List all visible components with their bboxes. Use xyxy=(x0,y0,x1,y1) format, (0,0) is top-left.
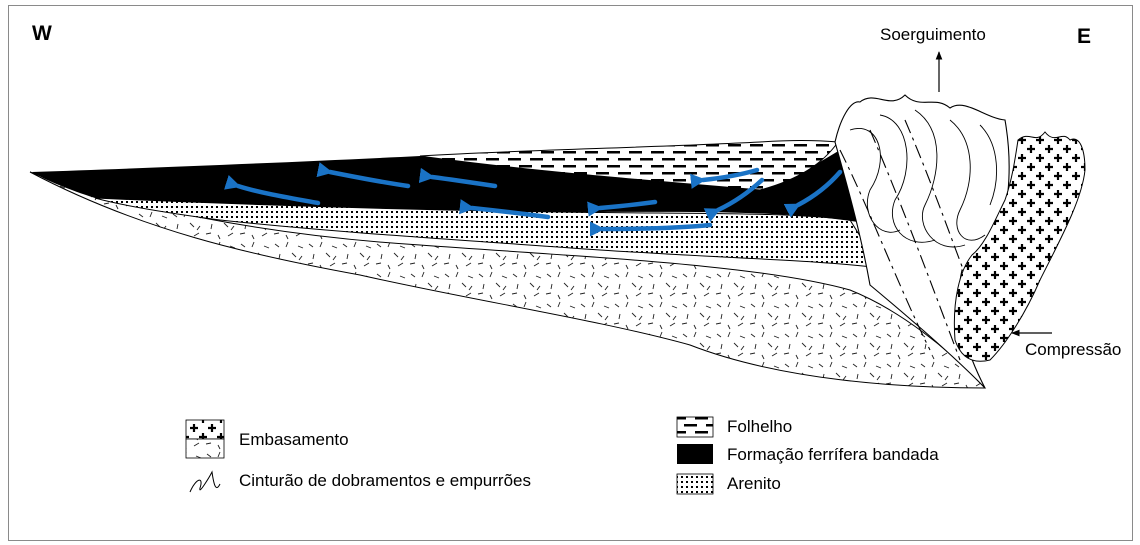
flow-arrow xyxy=(316,162,411,189)
legend-swatch-embasamento-ticks xyxy=(185,438,225,459)
basement-block xyxy=(953,131,1086,362)
flow-arrow xyxy=(418,167,498,189)
legend-label-formacao-ferrifera: Formação ferrífera bandada xyxy=(727,445,939,464)
uplift-label: Soerguimento xyxy=(880,25,986,44)
compression-label: Compressão xyxy=(1025,340,1121,359)
flow-arrow xyxy=(703,177,765,223)
flow-arrow xyxy=(690,167,760,189)
flow-arrow xyxy=(224,175,321,206)
legend-right: Folhelho Formação ferrífera bandada Aren… xyxy=(676,416,939,495)
legend-label-cinturao: Cinturão de dobramentos e empurrões xyxy=(239,471,531,490)
fold-lines xyxy=(849,109,998,248)
legend-swatch-cinturao xyxy=(189,470,221,493)
legend-label-folhelho: Folhelho xyxy=(727,417,792,436)
legend-swatch-formacao-ferrifera xyxy=(677,444,713,464)
fluid-flow-arrows xyxy=(224,162,843,237)
flow-arrow xyxy=(587,199,658,217)
flow-arrow xyxy=(459,199,551,220)
legend-label-embasamento: Embasamento xyxy=(239,430,349,449)
figure-frame xyxy=(8,5,1133,541)
legend-swatch-folhelho xyxy=(676,416,714,438)
flow-arrow xyxy=(783,169,843,218)
legend-swatch-arenito xyxy=(676,473,714,495)
east-label: E xyxy=(1077,25,1091,48)
legend-label-arenito: Arenito xyxy=(727,474,781,493)
legend-swatch-embasamento xyxy=(185,419,225,440)
west-label: W xyxy=(32,22,52,45)
legend-left: Embasamento Cinturão de dobramentos e em… xyxy=(185,419,531,493)
flow-arrow xyxy=(589,221,713,237)
